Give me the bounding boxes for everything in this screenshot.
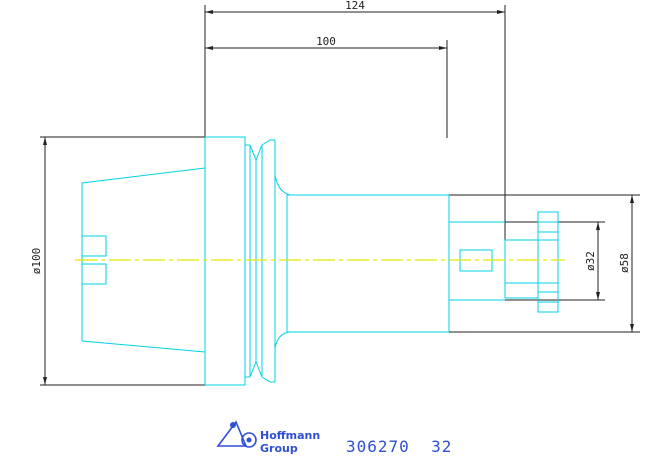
logo-line1: Hoffmann: [260, 429, 320, 442]
overall-length-label: 124: [345, 0, 365, 12]
shank-diameter-label: ø58: [618, 253, 631, 273]
bore-diameter-label: ø32: [584, 251, 597, 271]
logo-line2: Group: [260, 442, 298, 455]
inner-length-label: 100: [316, 35, 336, 48]
part-number: 306270 32: [346, 437, 452, 456]
hoffmann-group-logo-icon: [216, 420, 257, 448]
dimension-lines: [40, 5, 640, 386]
left-diameter-label: ø100: [30, 248, 43, 275]
part-outline: [81, 136, 559, 386]
